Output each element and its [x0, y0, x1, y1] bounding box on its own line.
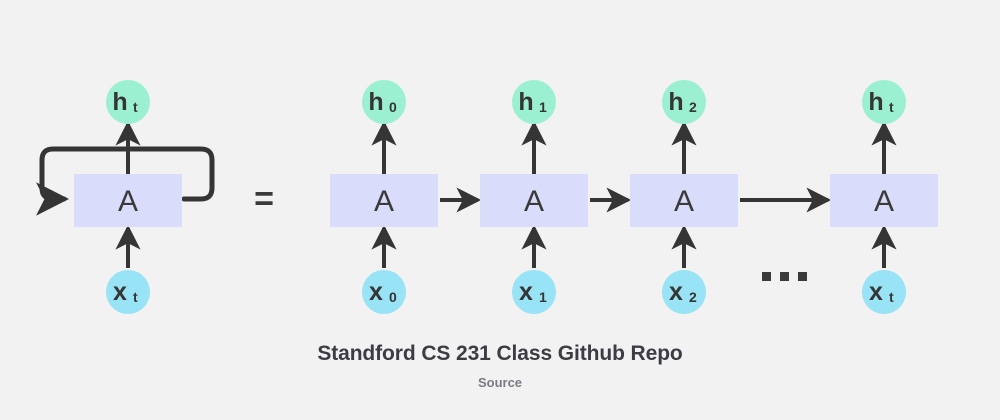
unrolled-step-0: A h 0 x 0 [330, 80, 438, 314]
folded-hidden-subscript: t [133, 99, 138, 115]
cell-box-2 [630, 174, 738, 227]
cell-box-1 [480, 174, 588, 227]
figure-caption: Standford CS 231 Class Github Repo Sourc… [0, 340, 1000, 391]
input-subscript-2: 2 [689, 289, 697, 305]
ellipsis-icon [762, 272, 807, 281]
cell-label-t: A [874, 185, 894, 218]
folded-cell-box [74, 174, 182, 227]
cell-box-t [830, 174, 938, 227]
folded-input-subscript: t [133, 289, 138, 305]
folded-hidden-node [106, 80, 150, 124]
hidden-node-1 [512, 80, 556, 124]
cell-box-0 [330, 174, 438, 227]
unrolled-step-t: A h t x t [830, 80, 938, 314]
caption-title: Standford CS 231 Class Github Repo [317, 342, 683, 365]
input-node-2 [662, 270, 706, 314]
hidden-node-0 [362, 80, 406, 124]
hidden-subscript-t: t [889, 99, 894, 115]
hidden-label-t: h [868, 88, 883, 116]
input-subscript-0: 0 [389, 289, 397, 305]
input-subscript-1: 1 [539, 289, 547, 305]
hidden-label-2: h [668, 88, 683, 116]
input-label-0: x [369, 278, 383, 306]
hidden-node-2 [662, 80, 706, 124]
input-label-t: x [869, 278, 883, 306]
equals-sign: = [254, 180, 274, 218]
cell-label-1: A [524, 185, 544, 218]
folded-cell-label: A [118, 185, 138, 218]
hidden-label-1: h [518, 88, 533, 116]
cell-label-0: A [374, 185, 394, 218]
hidden-subscript-0: 0 [389, 99, 397, 115]
input-label-2: x [669, 278, 683, 306]
folded-input-label: x [113, 278, 127, 306]
input-node-0 [362, 270, 406, 314]
hidden-subscript-1: 1 [539, 99, 547, 115]
caption-source-link[interactable]: Source [477, 375, 523, 390]
hidden-subscript-2: 2 [689, 99, 697, 115]
folded-hidden-label: h [112, 88, 127, 116]
input-subscript-t: t [889, 289, 894, 305]
unrolled-step-1: A h 1 x 1 [480, 80, 588, 314]
unrolled-rnn-group: A h 0 x 0 A h 1 x 1 [330, 80, 938, 314]
input-label-1: x [519, 278, 533, 306]
folded-input-node [106, 270, 150, 314]
cell-label-2: A [674, 185, 694, 218]
folded-rnn-group: A h t x t [36, 80, 215, 314]
unrolled-step-2: A h 2 x 2 [630, 80, 738, 314]
input-node-t [862, 270, 906, 314]
input-node-1 [512, 270, 556, 314]
hidden-label-0: h [368, 88, 383, 116]
hidden-node-t [862, 80, 906, 124]
